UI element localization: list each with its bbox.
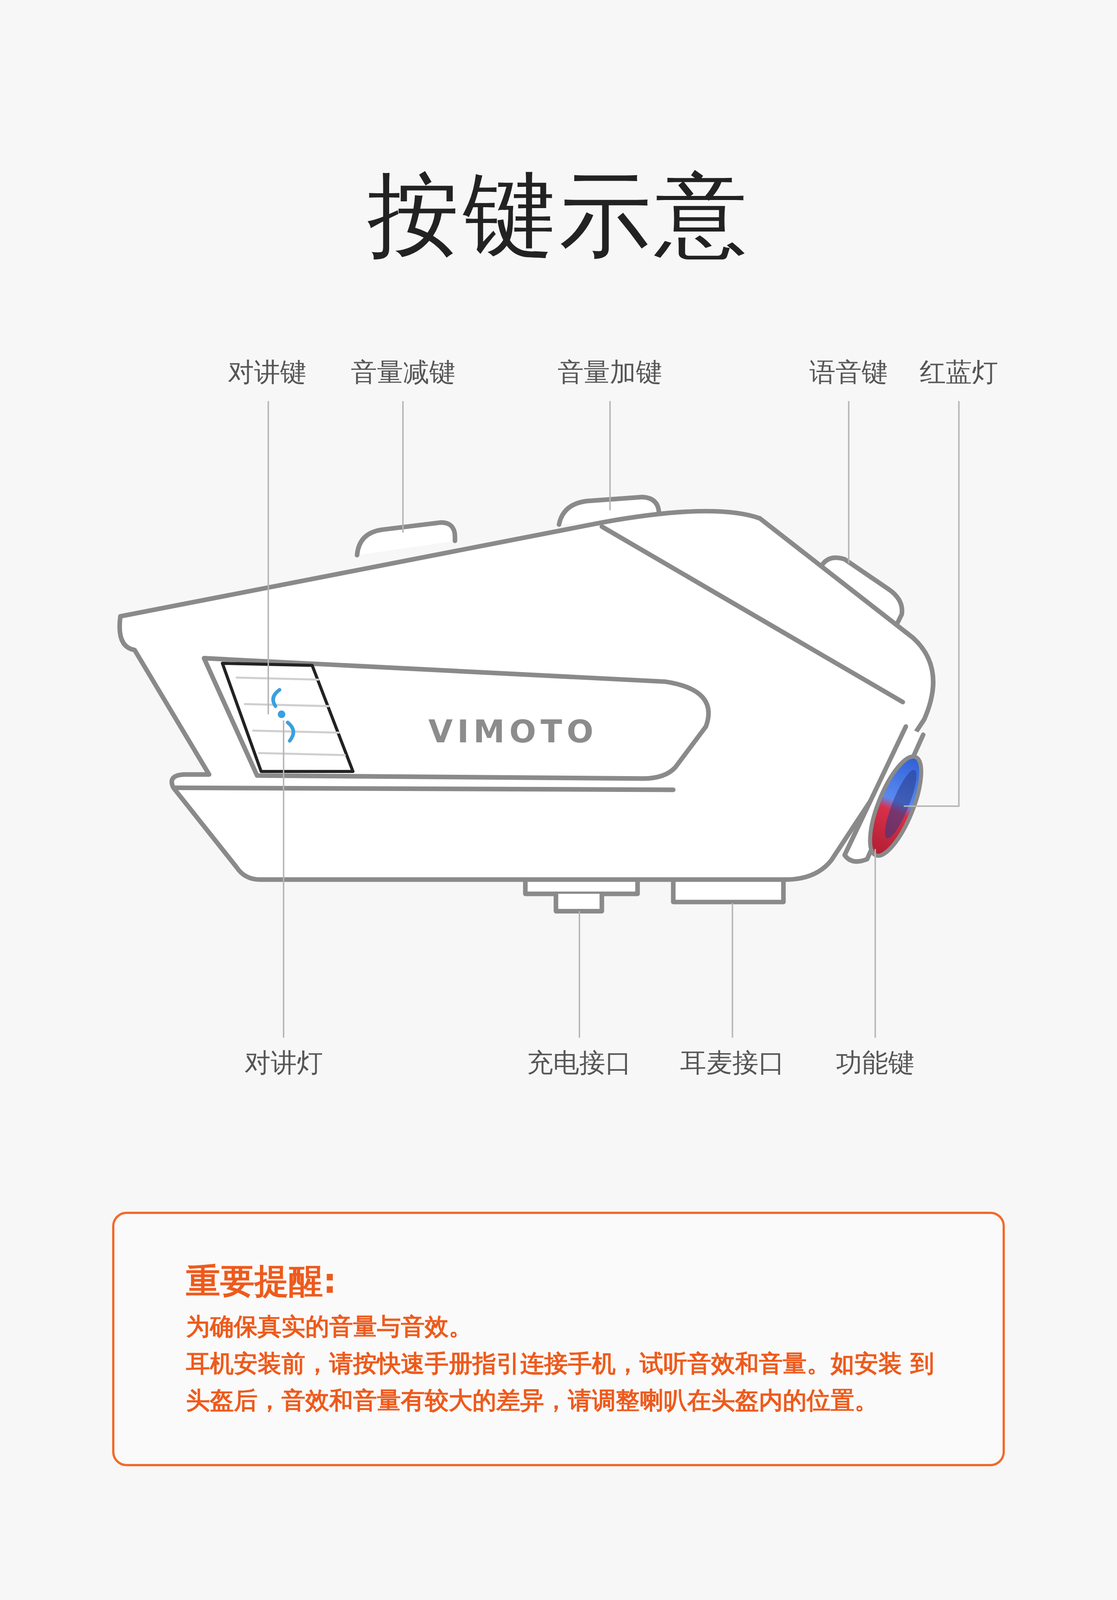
charging-port-plug <box>555 893 602 912</box>
brand-logo: VIMOTO <box>428 712 599 750</box>
part-label: 功能键 <box>835 1047 915 1079</box>
part-label: 充电接口 <box>526 1047 632 1079</box>
note-text: 为确保真实的音量与音效。 <box>186 1307 949 1345</box>
volume-down-button <box>357 522 455 555</box>
panel-ribs <box>236 677 345 755</box>
note-box: 重要提醒:为确保真实的音量与音效。耳机安装前，请按快速手册指引连接手机，试听音效… <box>112 1211 1005 1467</box>
part-label: 对讲灯 <box>244 1047 323 1079</box>
part-label: 音量减键 <box>350 356 456 389</box>
talk-panel <box>222 663 354 772</box>
device-body <box>119 511 934 880</box>
headset-port <box>673 879 784 903</box>
note-text: 耳机安装前，请按快速手册指引连接手机，试听音效和音量。如安装 到头盔后，音效和音… <box>186 1344 949 1419</box>
part-label: 耳麦接口 <box>680 1047 785 1079</box>
logo-panel <box>204 658 709 779</box>
part-label: 红蓝灯 <box>919 356 999 389</box>
leader-lines <box>268 400 959 1038</box>
part-label: 对讲键 <box>227 356 307 389</box>
part-label: 语音键 <box>809 356 888 389</box>
note-heading: 重要提醒: <box>186 1258 949 1304</box>
band-line <box>175 787 674 791</box>
part-label: 音量加键 <box>557 356 663 389</box>
light-ring <box>879 767 923 842</box>
page-title: 按键示意 <box>367 154 751 279</box>
body-crease <box>601 526 903 703</box>
